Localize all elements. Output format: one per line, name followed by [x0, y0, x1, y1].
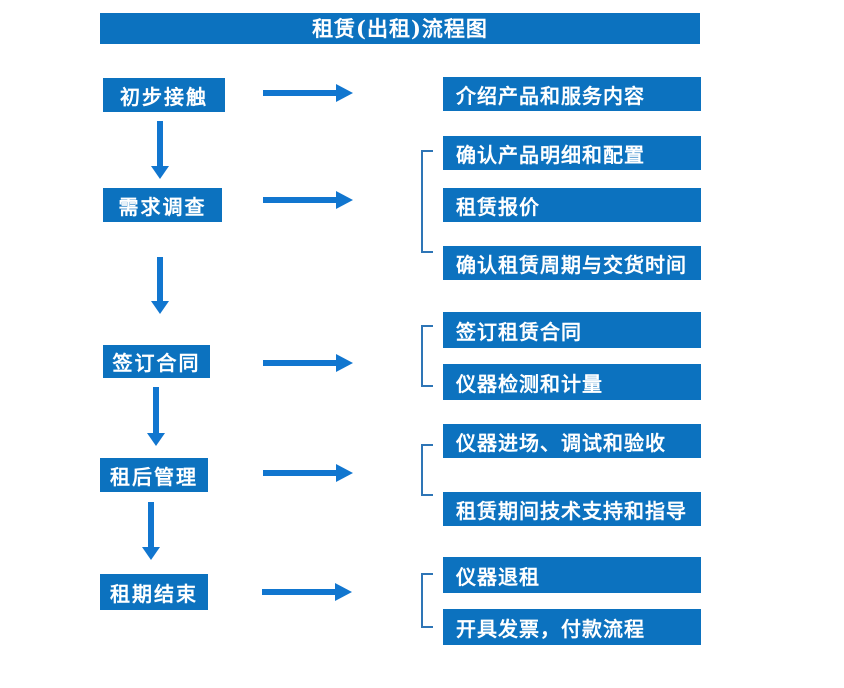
- detail-box-tech-support: 租赁期间技术支持和指导: [443, 492, 701, 526]
- detail-box-instrument-setup-acceptance: 仪器进场、调试和验收: [443, 424, 701, 458]
- arrow-down-icon: [142, 502, 160, 560]
- detail-box-invoice-payment: 开具发票，付款流程: [443, 609, 701, 645]
- arrow-down-icon: [151, 257, 169, 314]
- detail-box-confirm-product-config: 确认产品明细和配置: [443, 136, 701, 170]
- detail-box-rental-quotation: 租赁报价: [443, 188, 701, 222]
- group-bracket-icon: [421, 444, 433, 496]
- arrow-right-icon: [263, 191, 353, 209]
- arrow-down-icon: [151, 121, 169, 179]
- arrow-right-icon: [263, 464, 353, 482]
- step-box-rental-end: 租期结束: [100, 574, 208, 610]
- step-box-needs-survey: 需求调查: [103, 188, 222, 222]
- flowchart-title: 租赁(出租)流程图: [100, 13, 700, 44]
- step-box-post-rental-management: 租后管理: [100, 458, 208, 492]
- group-bracket-icon: [421, 150, 433, 253]
- group-bracket-icon: [421, 573, 433, 628]
- arrow-right-icon: [262, 583, 352, 601]
- arrow-right-icon: [263, 354, 353, 372]
- step-box-initial-contact: 初步接触: [103, 78, 225, 112]
- detail-box-instrument-inspection: 仪器检测和计量: [443, 364, 701, 400]
- detail-box-instrument-return: 仪器退租: [443, 557, 701, 593]
- detail-box-introduce-products: 介绍产品和服务内容: [443, 77, 701, 111]
- group-bracket-icon: [421, 325, 433, 387]
- detail-box-sign-rental-contract: 签订租赁合同: [443, 312, 701, 348]
- arrow-right-icon: [263, 84, 353, 102]
- detail-box-confirm-period-delivery: 确认租赁周期与交货时间: [443, 246, 701, 280]
- step-box-sign-contract: 签订合同: [103, 345, 210, 378]
- arrow-down-icon: [147, 387, 165, 446]
